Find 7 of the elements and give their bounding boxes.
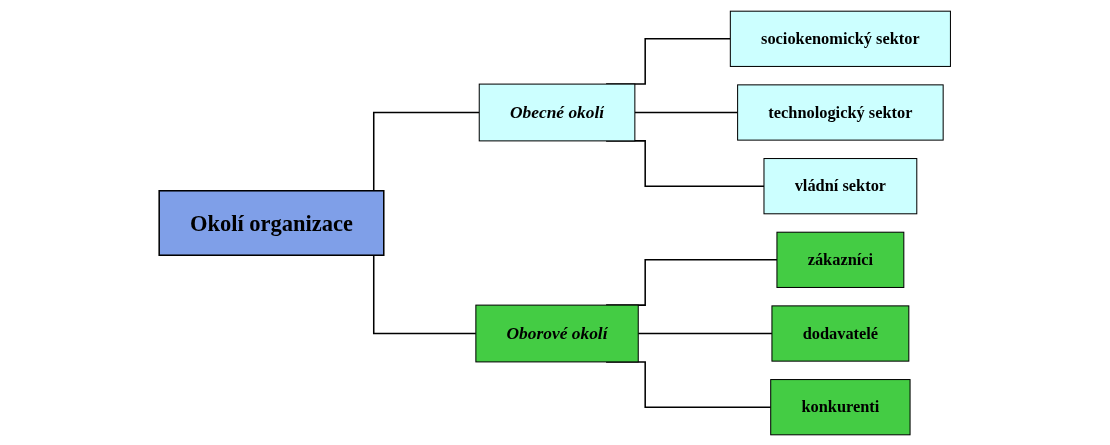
node-box: dodavatelé bbox=[771, 304, 910, 362]
node-box: vládní sektor bbox=[763, 157, 918, 214]
node-box: Okolí organizace bbox=[158, 189, 385, 256]
node-box: sociokenomický sektor bbox=[730, 10, 952, 67]
node-box: konkurenti bbox=[770, 378, 911, 435]
node-box: technologický sektor bbox=[737, 83, 944, 141]
node-box: zákazníci bbox=[776, 231, 905, 288]
